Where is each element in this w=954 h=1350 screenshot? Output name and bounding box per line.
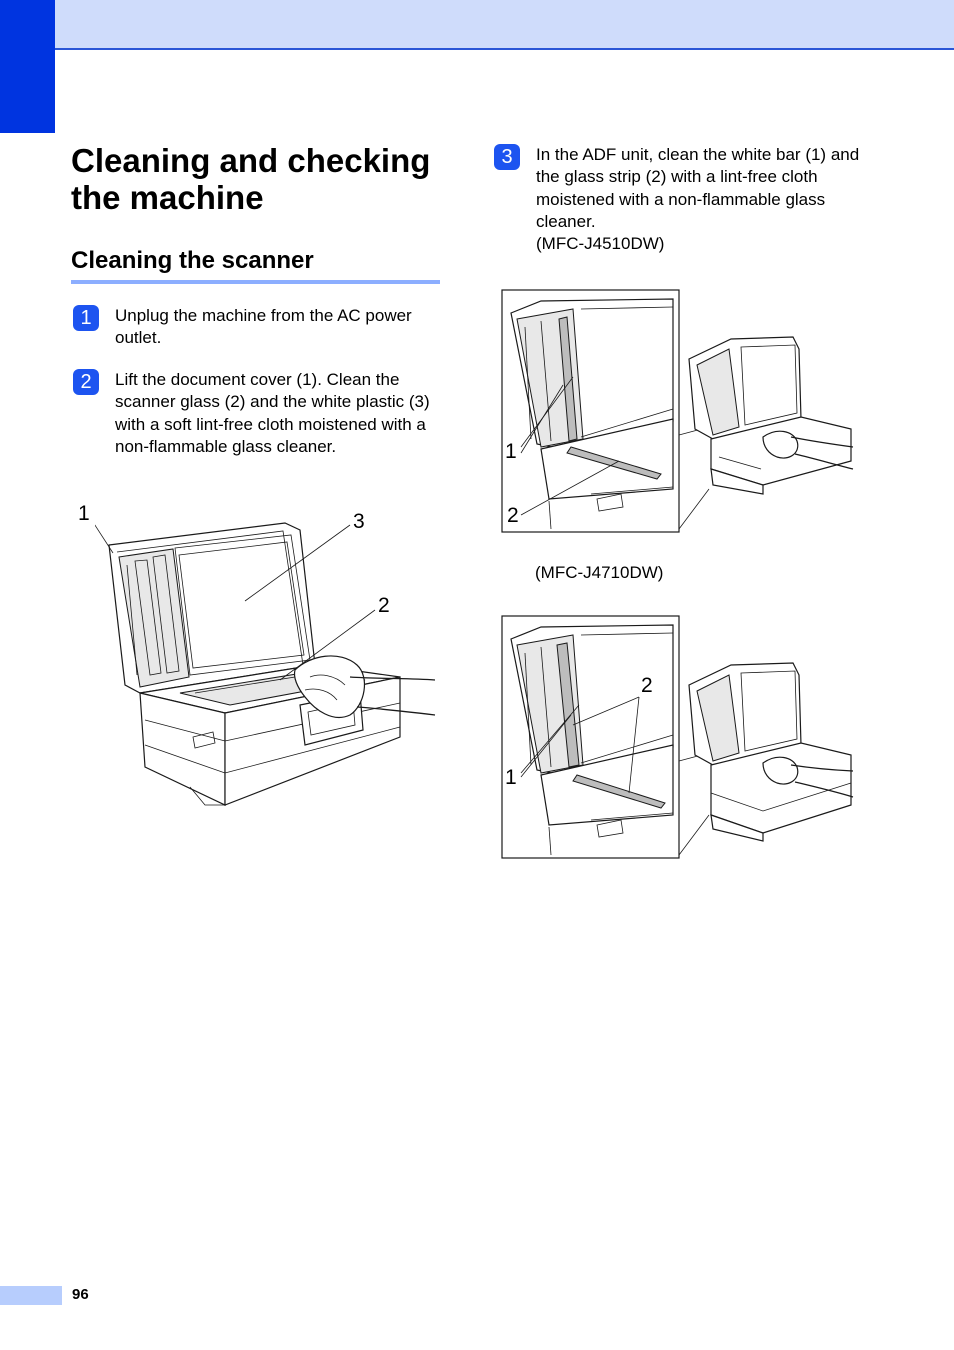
page-number-tab (0, 1286, 62, 1305)
adf-illustration-j4510: 1 2 (501, 289, 861, 534)
step-1-text: Unplug the machine from the AC power out… (115, 306, 412, 348)
j4710-label-2: 2 (641, 674, 653, 697)
step-3-badge: 3 (494, 144, 520, 170)
j4510-label-2: 2 (507, 504, 519, 527)
chapter-title: Cleaning and checking the machine (71, 142, 431, 216)
section-title: Cleaning the scanner (71, 246, 440, 284)
header-band (55, 0, 954, 50)
j4710-label-1: 1 (505, 766, 517, 789)
step-1-badge: 1 (73, 305, 99, 331)
adf-illustration-j4710: 2 1 (501, 615, 861, 861)
scanner-cleaning-illustration: 1 3 2 (78, 503, 440, 825)
j4510-label-1: 1 (505, 440, 517, 463)
step-2-text: Lift the document cover (1). Clean the s… (115, 370, 430, 456)
scanner-label-3: 3 (353, 510, 365, 533)
scanner-label-2: 2 (378, 594, 390, 617)
j4710-caption: (MFC-J4710DW) (535, 563, 664, 582)
page-number: 96 (72, 1286, 89, 1303)
step-2-badge: 2 (73, 369, 99, 395)
chapter-tab (0, 0, 55, 133)
step-3-text: In the ADF unit, clean the white bar (1)… (536, 145, 860, 254)
scanner-label-1: 1 (78, 502, 90, 525)
